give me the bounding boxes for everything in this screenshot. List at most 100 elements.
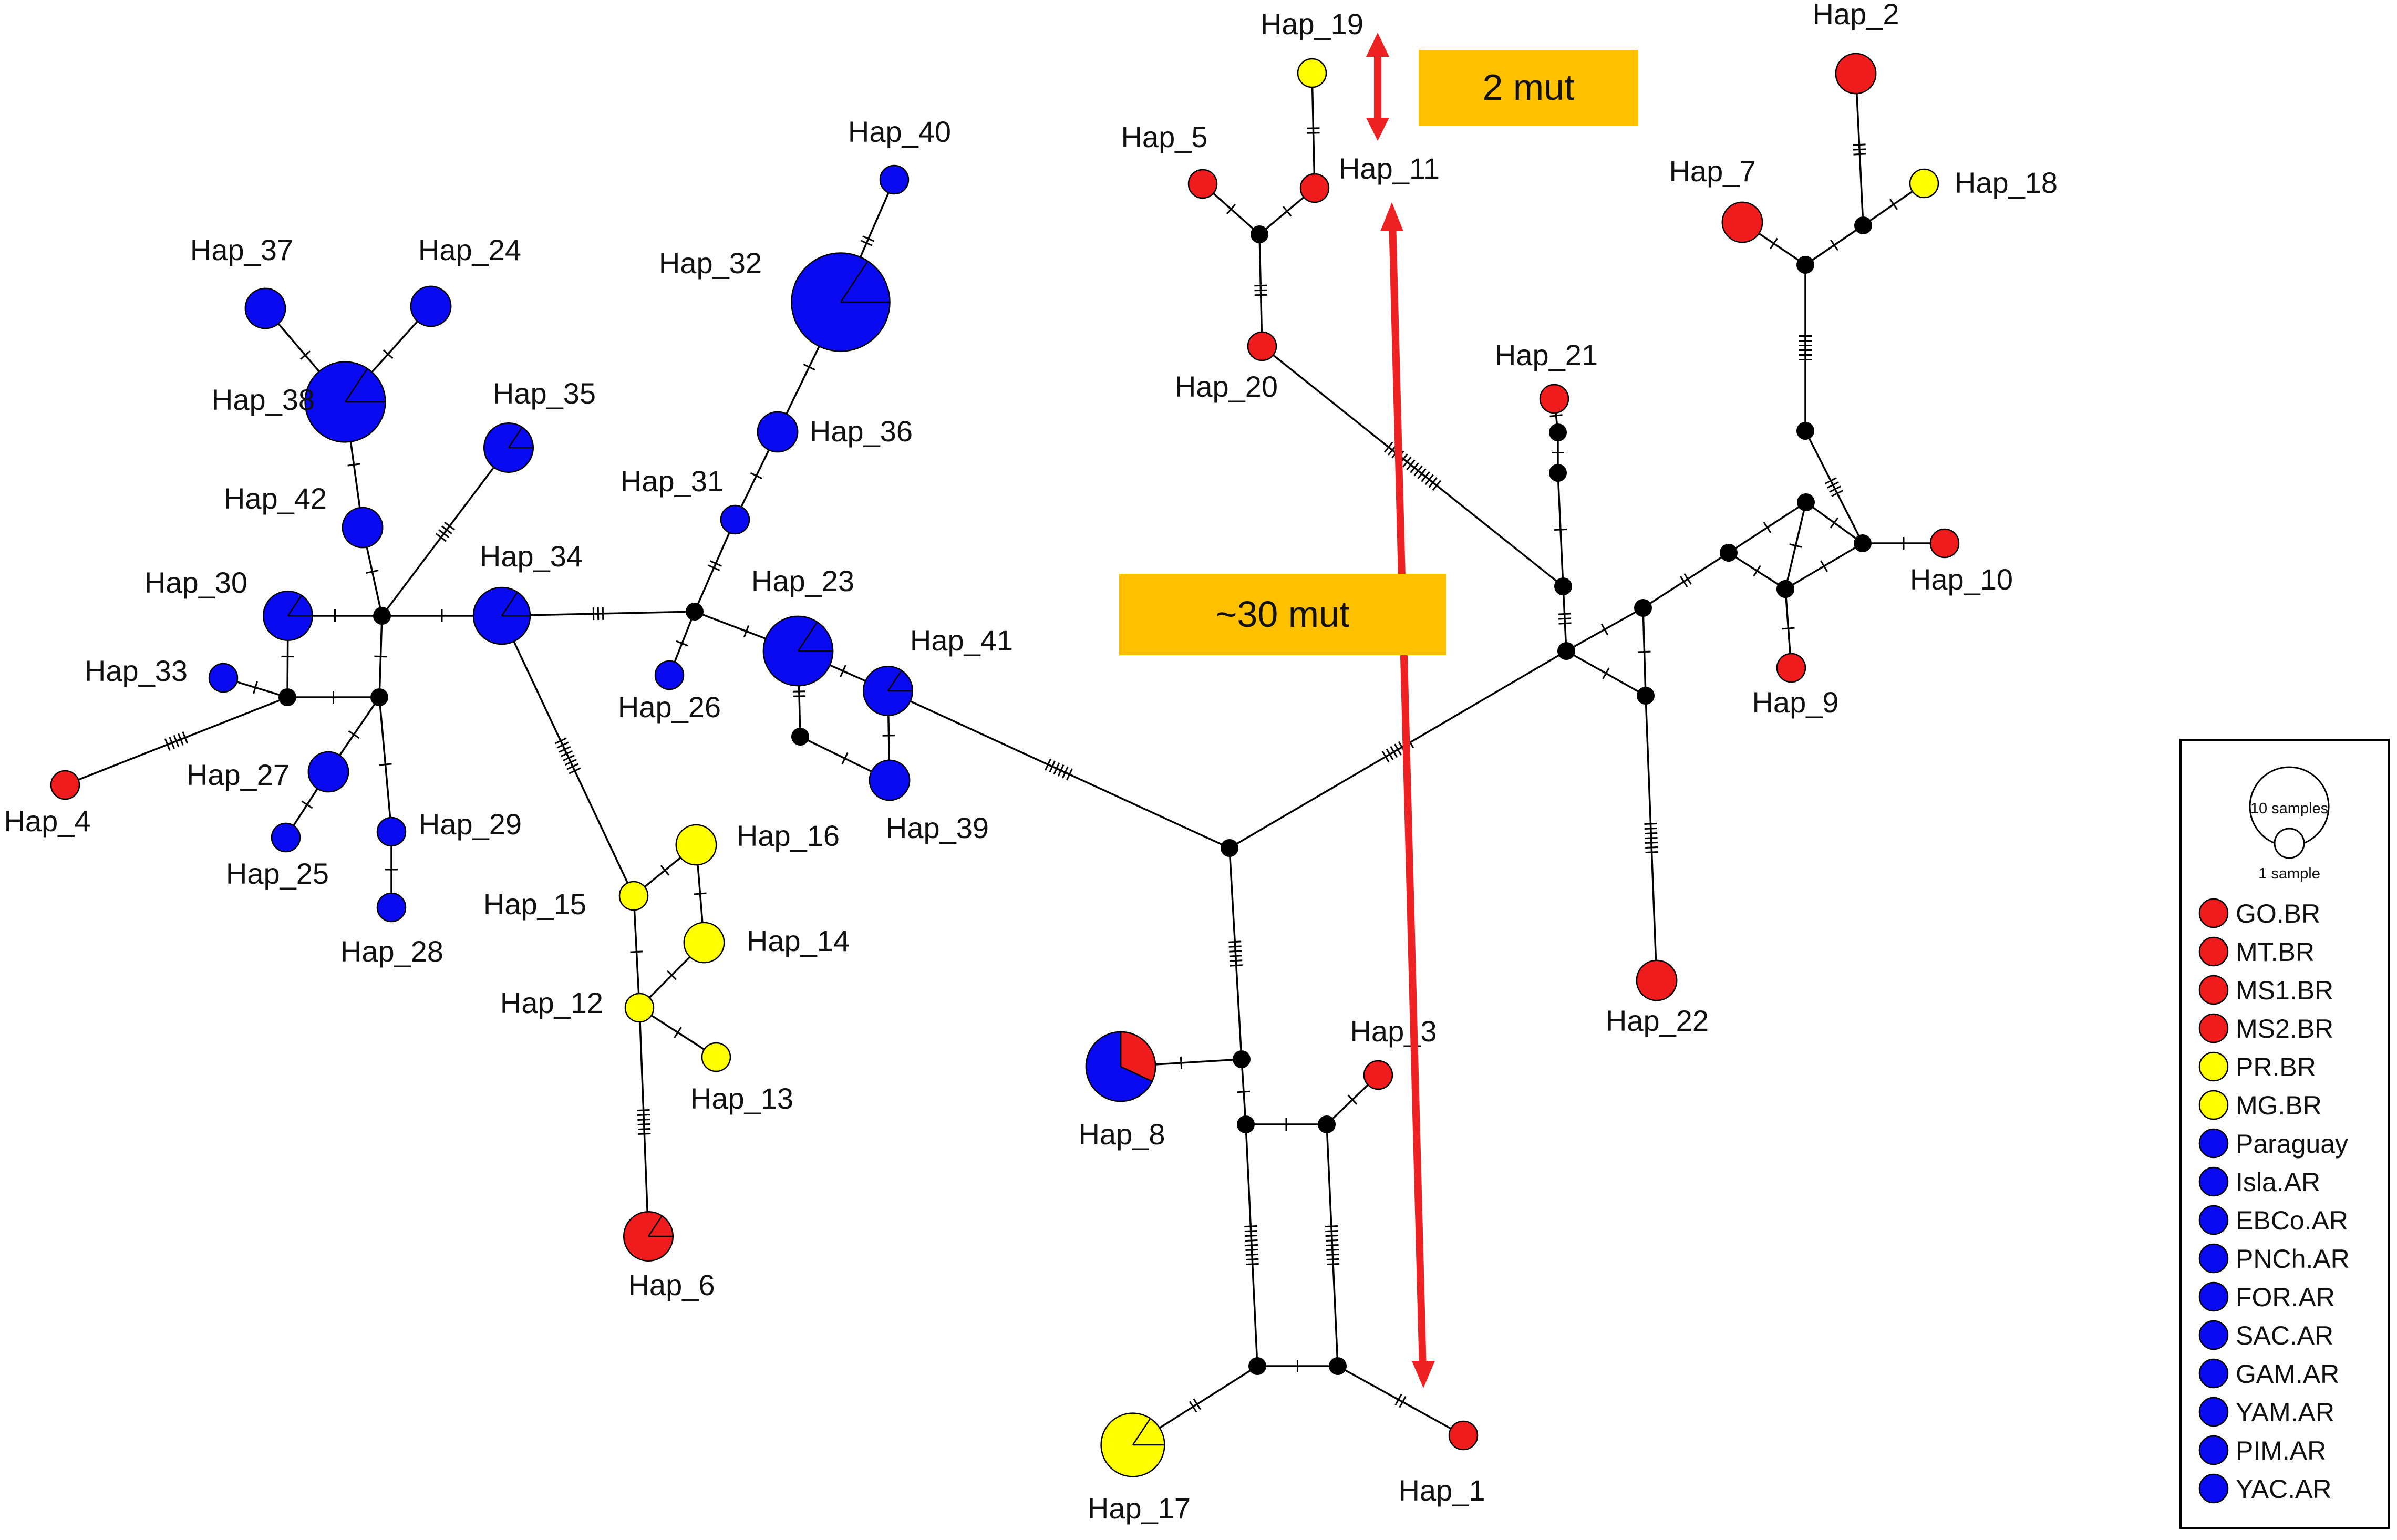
median-vector-m-r5 bbox=[1634, 599, 1652, 617]
haplotype-hap-17 bbox=[1100, 1412, 1165, 1477]
two-mut-arrow-head-up bbox=[1366, 33, 1389, 57]
median-vector-m-r15 bbox=[1251, 225, 1268, 243]
haplotype-slice bbox=[624, 993, 655, 1023]
haplotype-label: Hap_40 bbox=[848, 115, 951, 148]
haplotype-hap-25 bbox=[271, 822, 301, 853]
haplotype-label: Hap_21 bbox=[1495, 338, 1598, 371]
haplotype-hap-10 bbox=[1929, 528, 1960, 559]
mutation-tick bbox=[1679, 576, 1688, 587]
legend-label: YAM.AR bbox=[2236, 1398, 2334, 1427]
haplotype-label: Hap_6 bbox=[628, 1268, 715, 1301]
mutation-tick bbox=[441, 525, 452, 534]
haplotype-label: Hap_1 bbox=[1398, 1474, 1485, 1507]
haplotype-hap-15 bbox=[618, 881, 649, 911]
haplotype-hap-31 bbox=[720, 504, 750, 535]
haplotype-label: Hap_42 bbox=[224, 482, 327, 515]
edge-Hap_20-m_r15 bbox=[1254, 234, 1267, 347]
haplotype-label: Hap_34 bbox=[480, 540, 583, 573]
mutation-tick bbox=[1226, 204, 1236, 214]
mutation-tick bbox=[1789, 543, 1802, 548]
edge-m_r7-m_r8 bbox=[1728, 552, 1786, 590]
mutation-tick bbox=[1602, 667, 1610, 679]
mutation-tick bbox=[1432, 480, 1441, 491]
mutation-tick bbox=[1326, 1248, 1339, 1252]
legend-item: MG.BR bbox=[2198, 1090, 2322, 1120]
haplotype-slice bbox=[869, 759, 911, 801]
haplotype-slice bbox=[675, 824, 717, 866]
mutation-tick bbox=[1326, 1253, 1339, 1256]
edge-Hap_34-Hap_15 bbox=[501, 615, 635, 896]
edge-m_r5-m_r7 bbox=[1642, 552, 1729, 609]
median-vector-m-c5 bbox=[791, 728, 809, 746]
haplotype-label: Hap_38 bbox=[212, 383, 315, 416]
haplotype-label: Hap_32 bbox=[659, 246, 762, 280]
legend-label: FOR.AR bbox=[2236, 1283, 2335, 1312]
median-vector-m-r3 bbox=[1549, 464, 1567, 482]
mutation-tick bbox=[1053, 762, 1060, 775]
edge-m_b2-m_b3 bbox=[1246, 1118, 1327, 1131]
edge-Hap_34-m_c4 bbox=[501, 607, 695, 621]
haplotype-slice bbox=[1085, 1031, 1153, 1102]
mutation-tick bbox=[1549, 414, 1563, 417]
edge-m_hub-m_r1 bbox=[1229, 650, 1567, 849]
mutation-tick bbox=[1245, 1253, 1258, 1256]
haplotype-slice bbox=[879, 164, 910, 195]
two-mut-box bbox=[1419, 50, 1638, 126]
mutation-tick bbox=[561, 750, 573, 757]
legend-scale-small-label: 1 sample bbox=[2258, 865, 2320, 882]
legend-label: PIM.AR bbox=[2236, 1436, 2326, 1465]
mutation-tick bbox=[1770, 237, 1778, 250]
haplotype-label: Hap_37 bbox=[190, 233, 293, 266]
edge-m_r2-m_r1 bbox=[1558, 586, 1572, 652]
edge-m_b4-m_b5 bbox=[1257, 1360, 1338, 1372]
mutation-tick bbox=[1326, 1239, 1339, 1242]
haplotype-hap-9 bbox=[1776, 653, 1806, 683]
mutation-tick bbox=[1683, 573, 1692, 585]
haplotype-slice bbox=[208, 663, 239, 693]
mutation-tick bbox=[569, 767, 581, 774]
haplotype-hap-2 bbox=[1835, 53, 1877, 95]
edge-m_r13-m_r14 bbox=[1805, 224, 1864, 266]
mutation-tick bbox=[1245, 1239, 1258, 1242]
mutation-tick bbox=[1827, 481, 1839, 489]
edge-m_r5-m_r6 bbox=[1638, 607, 1651, 696]
haplotype-hap-30 bbox=[262, 590, 314, 642]
mutation-tick bbox=[301, 800, 313, 809]
mutation-tick bbox=[1394, 1393, 1402, 1406]
mutation-tick bbox=[1045, 758, 1051, 771]
median-vector-m-b4 bbox=[1248, 1357, 1266, 1375]
edge-m_c1-Hap_35 bbox=[381, 447, 510, 617]
haplotype-hap-5 bbox=[1187, 169, 1218, 199]
haplotype-label: Hap_2 bbox=[1812, 0, 1899, 30]
haplotype-hap-41 bbox=[862, 665, 914, 717]
median-vector-m-b2 bbox=[1237, 1115, 1255, 1133]
edge-m_r2-m_r3 bbox=[1554, 472, 1567, 587]
legend-item: PNCh.AR bbox=[2198, 1243, 2350, 1274]
median-vector-m-r6 bbox=[1637, 687, 1655, 705]
haplotype-hap-28 bbox=[376, 892, 407, 923]
haplotype-slice bbox=[1247, 331, 1277, 361]
haplotype-label: Hap_15 bbox=[483, 887, 586, 921]
mutation-tick bbox=[793, 695, 806, 697]
mutation-tick bbox=[564, 759, 577, 766]
haplotype-label: Hap_31 bbox=[621, 464, 724, 498]
mutation-tick bbox=[803, 363, 815, 371]
mutation-tick bbox=[1384, 441, 1393, 453]
haplotype-slice bbox=[342, 507, 384, 549]
legend-item: PR.BR bbox=[2198, 1051, 2316, 1082]
thirty-mut-arrow bbox=[1389, 220, 1427, 1371]
haplotype-slice bbox=[1776, 653, 1806, 683]
haplotype-label: Hap_8 bbox=[1078, 1118, 1165, 1151]
mutation-tick bbox=[1424, 474, 1434, 485]
mutation-tick bbox=[1558, 617, 1572, 620]
haplotype-label: Hap_5 bbox=[1121, 120, 1207, 153]
mutation-tick bbox=[374, 655, 387, 658]
edge-line bbox=[638, 1007, 649, 1237]
mutation-tick bbox=[178, 733, 184, 746]
haplotype-hap-40 bbox=[879, 164, 910, 195]
mutation-tick bbox=[1381, 751, 1390, 763]
median-vector-m-b5 bbox=[1329, 1357, 1347, 1375]
mutation-tick bbox=[1406, 459, 1416, 471]
edge-m_c3-Hap_4 bbox=[65, 696, 288, 786]
haplotype-label: Hap_26 bbox=[618, 690, 721, 724]
